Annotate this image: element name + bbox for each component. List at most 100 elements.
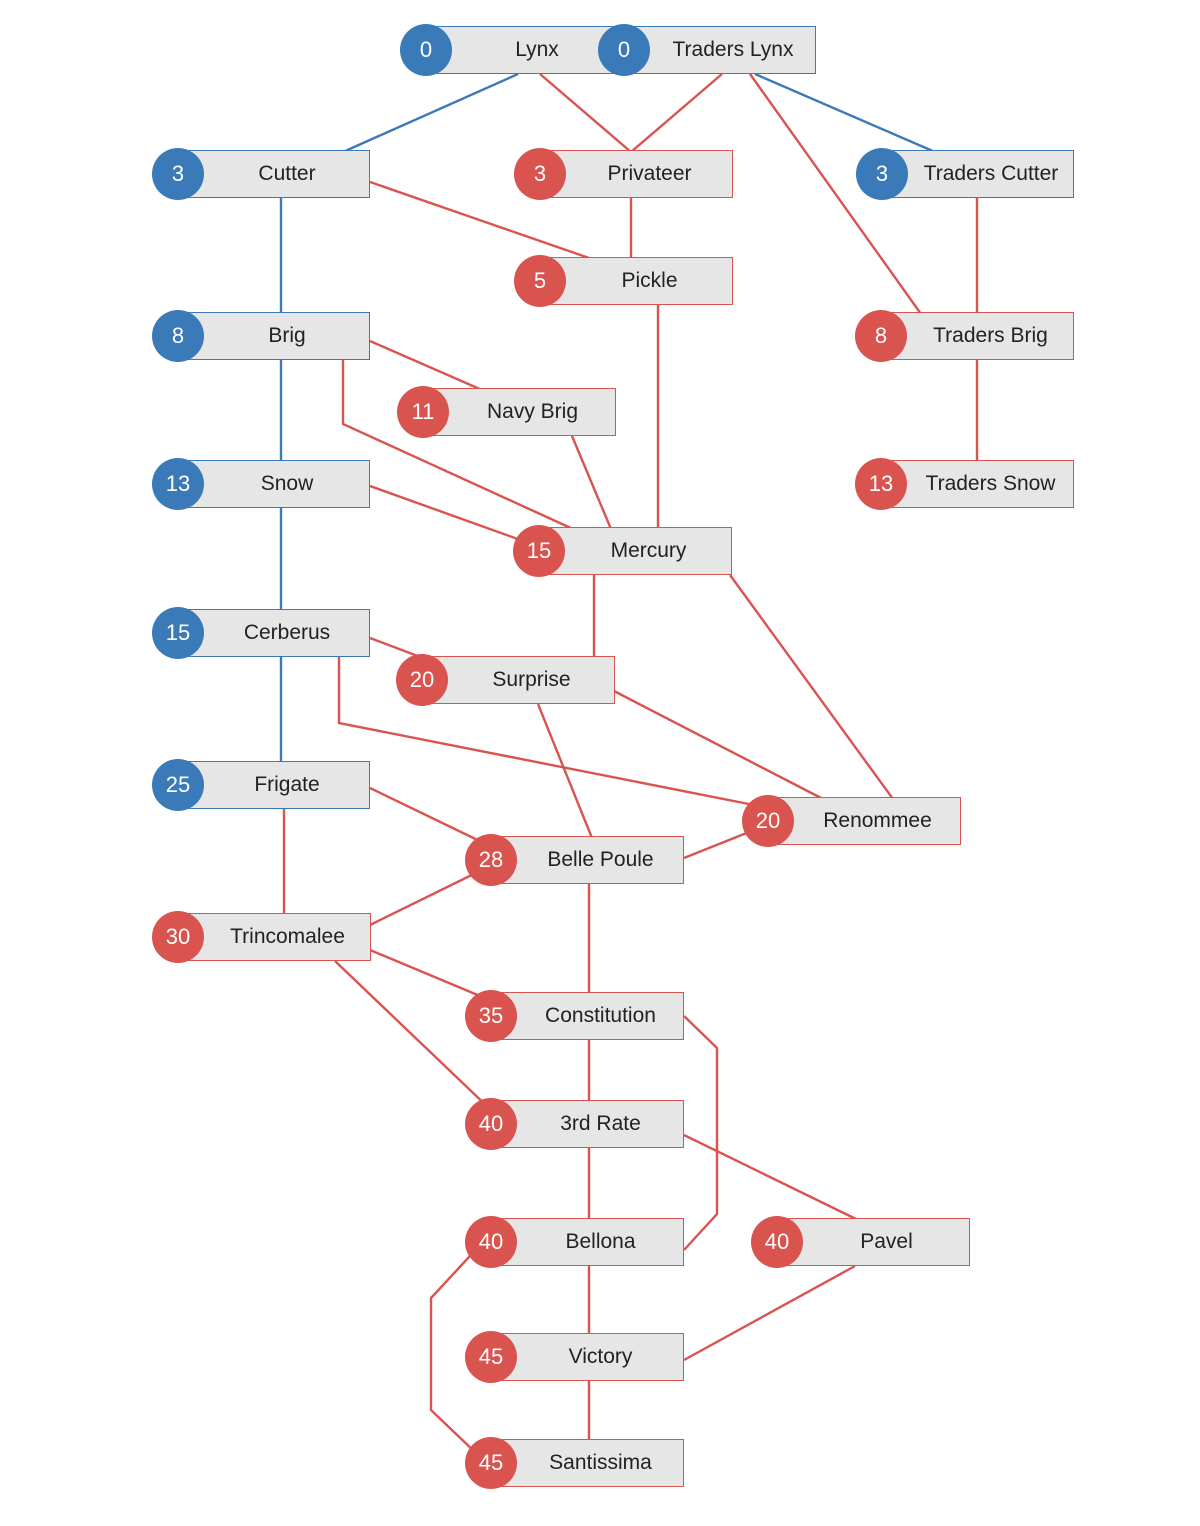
link-trincomalee-to-3rd-rate	[334, 960, 493, 1112]
node-box	[540, 257, 733, 305]
rank-badge: 20	[396, 654, 448, 706]
link-snow-to-mercury	[369, 484, 541, 549]
node-box	[178, 609, 370, 657]
node-label: Bellona	[565, 1230, 636, 1253]
link-lynx-to-cutter	[342, 72, 519, 154]
node-trincomalee[interactable]: Trincomalee 30	[152, 911, 371, 963]
rank-badge: 20	[742, 795, 794, 847]
node-box	[777, 1218, 970, 1266]
link-bellona-to-santissima	[429, 1255, 478, 1455]
rank-badge: 5	[514, 255, 566, 307]
rank-badge: 3	[152, 148, 204, 200]
node-box	[768, 797, 961, 845]
link-3rd-rate-to-pavel	[683, 1133, 859, 1222]
link-lynx-to-privateer	[539, 73, 632, 153]
rank-badge: 11	[397, 386, 449, 438]
node-surprise[interactable]: Surprise 20	[396, 654, 615, 706]
node-label: Pickle	[621, 269, 678, 292]
rank-badge: 28	[465, 834, 517, 886]
rank-badge: 35	[465, 990, 517, 1042]
node-box	[491, 1100, 684, 1148]
node-box	[491, 1439, 684, 1487]
node-navy-brig[interactable]: Navy Brig 11	[397, 386, 616, 438]
node-box	[540, 150, 733, 198]
node-privateer[interactable]: Privateer 3	[514, 148, 733, 200]
link-traders-lynx-to-traders-cutter	[754, 72, 936, 154]
node-victory[interactable]: Victory 45	[465, 1331, 684, 1383]
rank-badge: 15	[513, 525, 565, 577]
rank-badge: 40	[465, 1098, 517, 1150]
node-label: Frigate	[254, 773, 320, 796]
node-lynx[interactable]: Lynx 0	[400, 24, 622, 76]
node-label: Lynx	[515, 38, 559, 61]
rank-badge: 45	[465, 1331, 517, 1383]
node-box	[491, 992, 684, 1040]
node-label: Traders Snow	[925, 472, 1056, 495]
node-traders-lynx[interactable]: Traders Lynx 0	[598, 24, 816, 76]
node-belle-poule[interactable]: Belle Poule 28	[465, 834, 684, 886]
node-label: Snow	[260, 472, 314, 495]
node-box	[178, 913, 371, 961]
node-label: Cerberus	[243, 621, 331, 644]
node-label: Cutter	[258, 162, 316, 185]
node-box	[881, 460, 1074, 508]
rank-badge: 30	[152, 911, 204, 963]
rank-badge: 3	[856, 148, 908, 200]
rank-badge: 3	[514, 148, 566, 200]
link-traders-lynx-to-privateer	[630, 73, 723, 153]
node-label: Privateer	[607, 162, 692, 185]
rank-badge: 25	[152, 759, 204, 811]
rank-badge: 8	[855, 310, 907, 362]
link-surprise-to-renommee	[613, 689, 824, 801]
link-brig-to-navy-brig	[369, 339, 483, 392]
node-traders-snow[interactable]: Traders Snow 13	[855, 458, 1074, 510]
node-box	[491, 1333, 684, 1381]
rank-badge: 0	[598, 24, 650, 76]
node-label: Santissima	[549, 1451, 652, 1474]
node-santissima[interactable]: Santissima 45	[465, 1437, 684, 1489]
node-label: Mercury	[610, 539, 687, 562]
node-box	[178, 761, 370, 809]
node-mercury[interactable]: Mercury 15	[513, 525, 732, 577]
rank-badge: 45	[465, 1437, 517, 1489]
link-pavel-to-victory	[683, 1264, 856, 1362]
node-label: Surprise	[492, 668, 571, 691]
node-pickle[interactable]: Pickle 5	[514, 255, 733, 307]
node-label: Traders Cutter	[923, 162, 1059, 185]
link-cutter-to-pickle	[369, 180, 593, 261]
node-frigate[interactable]: Frigate 25	[152, 759, 370, 811]
node-box	[491, 836, 684, 884]
link-trincomalee-to-constitution	[369, 948, 493, 1003]
link-navy-brig-to-mercury	[570, 435, 613, 530]
node-box	[178, 312, 370, 360]
link-surprise-to-belle-poule	[536, 703, 594, 839]
node-box	[178, 150, 370, 198]
node-label: 3rd Rate	[560, 1112, 641, 1135]
node-3rd-rate[interactable]: 3rd Rate 40	[465, 1098, 684, 1150]
node-box	[491, 1218, 684, 1266]
rank-badge: 13	[855, 458, 907, 510]
node-cutter[interactable]: Cutter 3	[152, 148, 370, 200]
node-label: Navy Brig	[486, 400, 579, 423]
link-frigate-to-belle-poule	[369, 786, 493, 849]
node-box	[178, 460, 370, 508]
node-box	[881, 312, 1074, 360]
node-label: Victory	[568, 1345, 633, 1368]
node-box	[882, 150, 1074, 198]
rank-badge: 0	[400, 24, 452, 76]
node-snow[interactable]: Snow 13	[152, 458, 370, 510]
node-label: Belle Poule	[547, 848, 654, 871]
node-label: Trincomalee	[230, 925, 345, 948]
rank-badge: 13	[152, 458, 204, 510]
node-box	[423, 388, 616, 436]
node-traders-cutter[interactable]: Traders Cutter 3	[856, 148, 1074, 200]
link-constitution-to-bellona	[683, 1015, 719, 1251]
node-label: Traders Lynx	[672, 38, 794, 61]
